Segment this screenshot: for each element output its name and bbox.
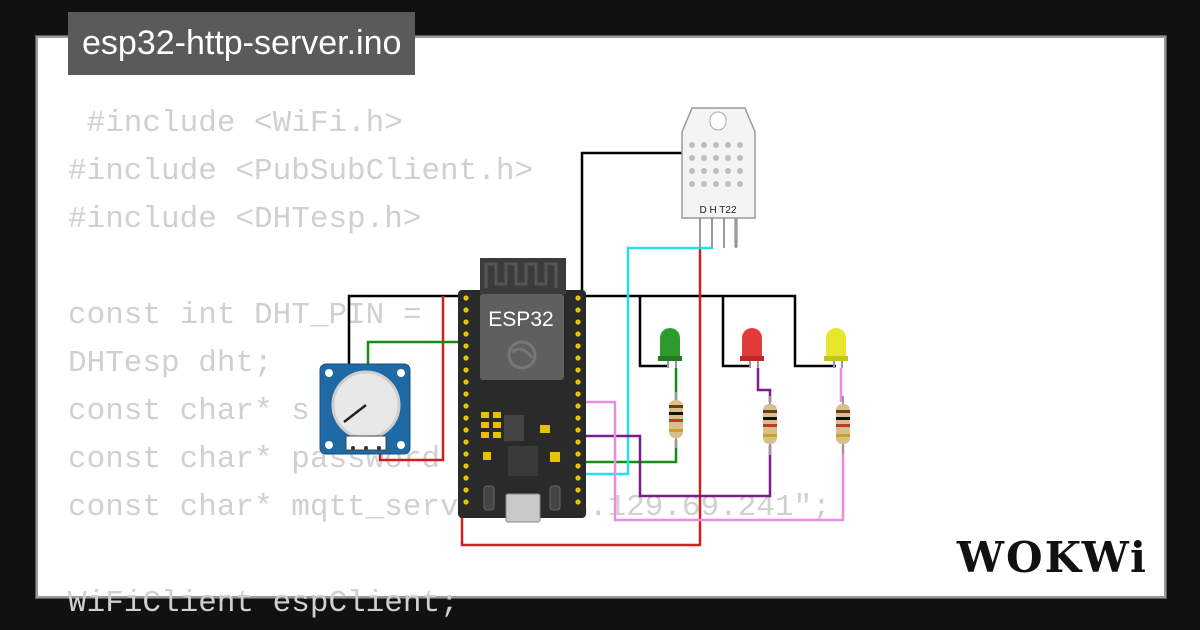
wire-pink: [578, 400, 845, 522]
wokwi-logo: WOKWi: [956, 533, 1148, 582]
wire-purple-led: [756, 368, 772, 402]
code-line: WiFiClient espClient;: [68, 586, 459, 621]
wire-cyan-data: [578, 246, 714, 476]
potentiometer[interactable]: [319, 363, 411, 455]
resistor-1[interactable]: [669, 392, 683, 448]
esp32-board[interactable]: ESP32: [458, 258, 586, 523]
code-background: #include <WiFi.h> #include <PubSubClient…: [68, 100, 831, 628]
code-line: DHTesp dht;: [68, 346, 273, 381]
led-green[interactable]: [658, 328, 682, 368]
wire-black-green-led: [638, 296, 668, 368]
espressif-logo-icon: [507, 340, 537, 370]
led-yellow[interactable]: [824, 328, 848, 368]
esp32-label: ESP32: [488, 308, 553, 331]
code-line: const char* s: [68, 394, 310, 429]
wires: [347, 151, 845, 547]
wire-black-red-led: [721, 296, 750, 368]
code-line: const int DHT_PIN =: [68, 298, 441, 333]
resistor-2[interactable]: [763, 396, 777, 455]
code-line: #include <WiFi.h>: [68, 106, 403, 141]
code-line: #include <DHTesp.h>: [68, 202, 422, 237]
code-line: #include <PubSubClient.h>: [68, 154, 534, 189]
simulation-canvas[interactable]: [35, 35, 1167, 599]
led-red[interactable]: [740, 328, 764, 368]
resistor-3[interactable]: [836, 396, 850, 455]
wire-purple: [578, 434, 772, 498]
dht22-label: D H T22: [699, 205, 736, 216]
project-title: esp32-http-server.ino: [68, 12, 416, 75]
dht22-sensor[interactable]: D H T22: [681, 107, 756, 248]
wire-black-gnd: [466, 294, 836, 368]
